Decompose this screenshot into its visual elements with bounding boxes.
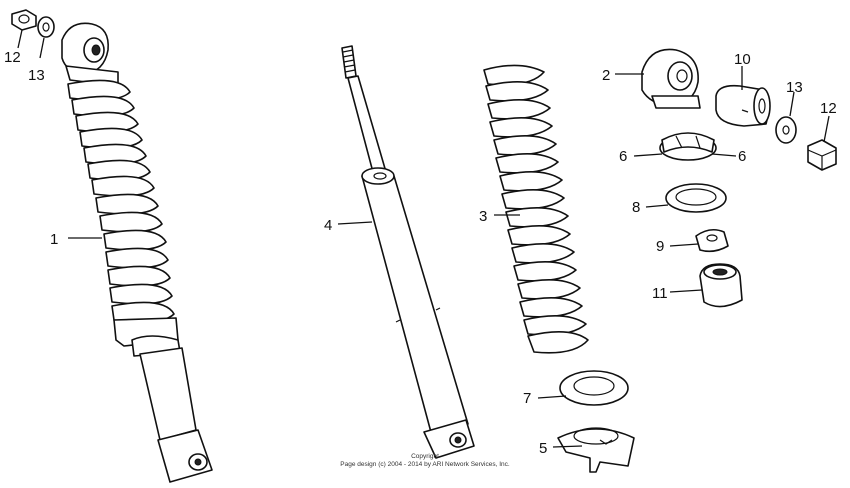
part-9-stopper — [695, 228, 729, 253]
callout-12b: 12 — [820, 100, 837, 117]
callout-13a: 13 — [28, 67, 45, 84]
part-5-lower-seat — [557, 427, 635, 473]
callout-11: 11 — [652, 285, 668, 302]
part-8-ring — [665, 183, 727, 213]
part-7-ring-seat — [559, 370, 629, 406]
callout-2: 2 — [602, 67, 610, 84]
callout-13b: 13 — [786, 79, 803, 96]
part-12-nut-left — [11, 9, 37, 31]
callout-6a: 6 — [619, 148, 627, 165]
leader-lines — [17, 29, 830, 448]
callout-4: 4 — [324, 217, 332, 234]
page-design-notice: Page design (c) 2004 - 2014 by ARI Netwo… — [340, 461, 510, 468]
callout-6b: 6 — [738, 148, 746, 165]
part-2-upper-eye — [641, 48, 701, 109]
callout-3: 3 — [479, 208, 487, 225]
part-6-spring-seat — [659, 132, 717, 161]
callout-1: 1 — [50, 231, 58, 248]
part-13-washer-right — [775, 116, 797, 144]
callout-12a: 12 — [4, 49, 21, 66]
callout-7: 7 — [523, 390, 531, 407]
callout-10: 10 — [734, 51, 751, 68]
callout-5: 5 — [539, 440, 547, 457]
part-11-bump-rubber — [699, 263, 743, 308]
part-10-bushing — [715, 84, 771, 127]
part-13-washer-left — [37, 16, 55, 38]
callout-9: 9 — [656, 238, 664, 255]
part-1-shock-assembly — [61, 22, 213, 483]
part-3-spring — [483, 64, 589, 354]
part-12-nut-right — [807, 139, 837, 171]
copyright-line: Copyright — [411, 453, 439, 460]
callout-8: 8 — [632, 199, 640, 216]
part-4-damper — [341, 45, 475, 459]
